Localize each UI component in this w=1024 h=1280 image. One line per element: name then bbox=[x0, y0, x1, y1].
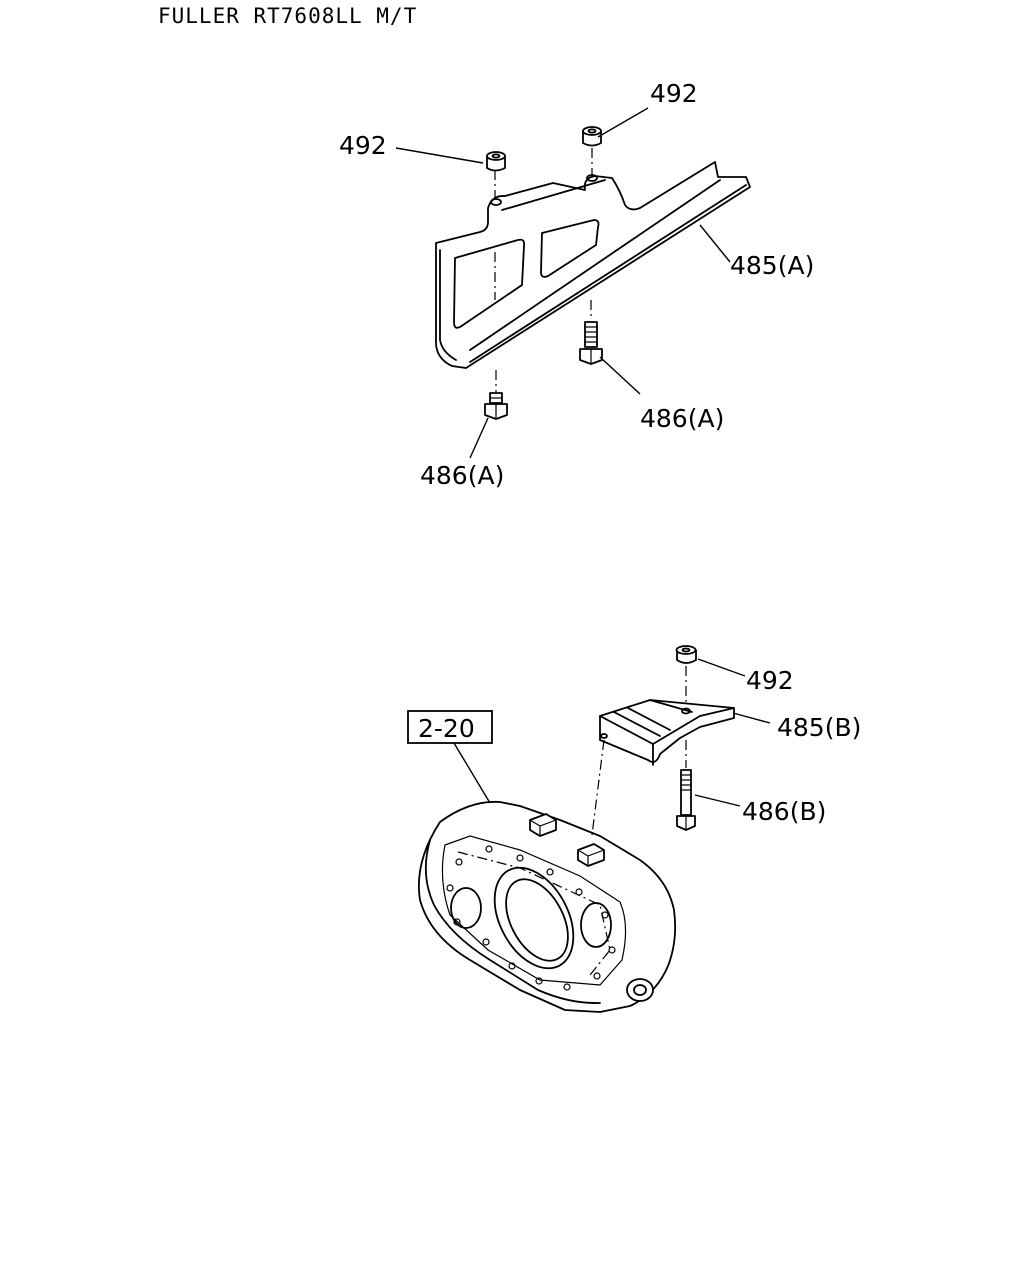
spacer-492-left bbox=[486, 151, 506, 172]
bracket-a-assembly: 492 492 485(A) 486(A) 486(A) bbox=[339, 79, 814, 490]
callout-486b: 486(B) bbox=[742, 797, 826, 826]
callout-485b: 485(B) bbox=[777, 713, 861, 742]
transmission-housing bbox=[417, 800, 677, 1013]
spacer-492-right bbox=[582, 126, 602, 147]
callout-492-left: 492 bbox=[339, 131, 387, 160]
reference-label: 2-20 bbox=[418, 714, 475, 743]
callout-485a: 485(A) bbox=[730, 251, 814, 280]
bracket-b-assembly: 2-20 492 485(B) 486(B) bbox=[407, 645, 861, 1013]
bolt-486a-right bbox=[579, 300, 603, 365]
callout-486a-right: 486(A) bbox=[640, 404, 724, 433]
bolt-486a-left bbox=[484, 370, 508, 420]
diagram-title: FULLER RT7608LL M/T bbox=[158, 4, 418, 28]
callout-486a-left: 486(A) bbox=[420, 461, 504, 490]
spacer-492-lower bbox=[675, 645, 697, 705]
bracket-485b bbox=[591, 699, 735, 836]
callout-492-right: 492 bbox=[650, 79, 698, 108]
reference-box-2-20[interactable]: 2-20 bbox=[407, 710, 493, 744]
bolt-486b bbox=[676, 740, 696, 831]
bracket-485a bbox=[435, 148, 751, 369]
callout-492-lower: 492 bbox=[746, 666, 794, 695]
